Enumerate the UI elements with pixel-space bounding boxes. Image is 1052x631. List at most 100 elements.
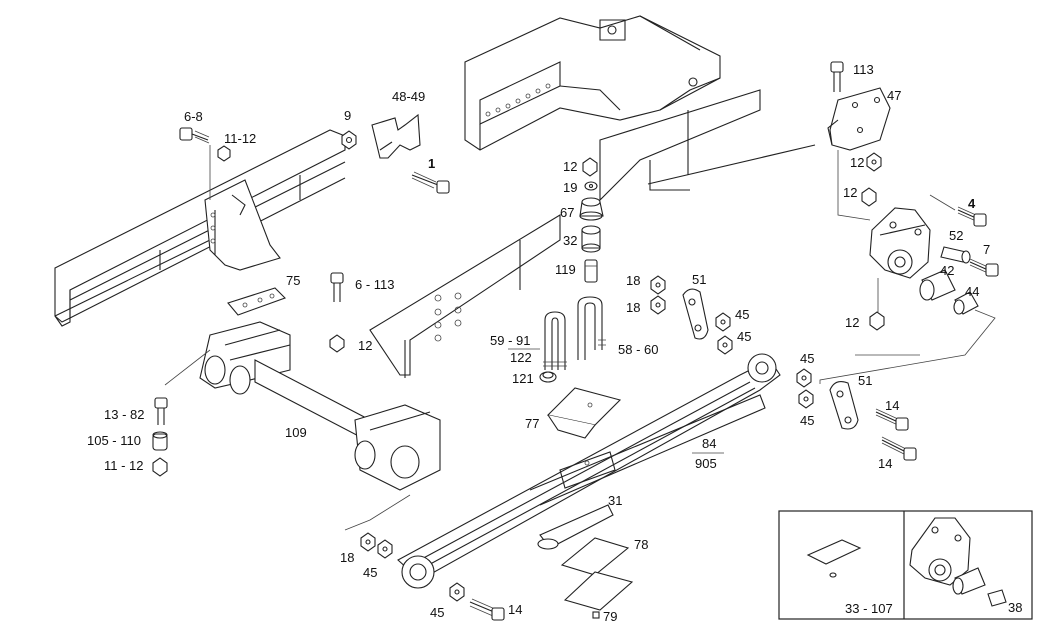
nut-18-b xyxy=(650,295,666,315)
label-14-b: 14 xyxy=(878,456,892,471)
nut-12-center xyxy=(582,157,598,177)
bolt-13-82 xyxy=(154,397,168,425)
nut-9 xyxy=(341,130,357,150)
bracket-48-49 xyxy=(371,113,421,159)
label-12-r3: 12 xyxy=(845,315,859,330)
label-119: 119 xyxy=(555,262,576,277)
bolt-14-b xyxy=(881,436,917,461)
axle-109 xyxy=(199,321,441,491)
label-12-mid: 12 xyxy=(358,338,372,353)
label-52: 52 xyxy=(949,228,963,243)
label-77: 77 xyxy=(525,416,539,431)
nut-18-a xyxy=(650,275,666,295)
plate-31 xyxy=(537,504,614,550)
label-121: 121 xyxy=(512,371,534,386)
nut-12-mid xyxy=(329,334,345,353)
label-122: 122 xyxy=(510,350,532,365)
chassis-frame-right xyxy=(599,89,816,202)
label-32: 32 xyxy=(563,233,577,248)
label-45-c: 45 xyxy=(800,351,814,366)
inset-panel xyxy=(778,510,1033,620)
label-18-c: 18 xyxy=(340,550,354,565)
part-labels: 6-8 9 11-12 48-49 1 75 6 - 113 12 12 19 … xyxy=(87,62,1022,624)
label-113: 113 xyxy=(853,62,874,77)
bushing-44 xyxy=(953,291,979,315)
plate-75 xyxy=(227,287,287,316)
label-9: 9 xyxy=(344,108,351,123)
label-58-60: 58 - 60 xyxy=(618,342,658,357)
bolt-119 xyxy=(584,259,598,283)
label-45-f: 45 xyxy=(430,605,444,620)
label-11-12-top: 11-12 xyxy=(224,131,256,146)
washer-45-e xyxy=(377,539,393,559)
label-1: 1 xyxy=(428,156,435,171)
bolt-1 xyxy=(411,171,450,194)
bolt-4 xyxy=(957,206,987,227)
label-79: 79 xyxy=(603,609,617,624)
label-6-8: 6-8 xyxy=(184,109,203,124)
bolt-113 xyxy=(830,61,844,92)
nut-12-r3 xyxy=(869,311,885,331)
bushing-42 xyxy=(919,269,956,301)
bracket-47 xyxy=(827,87,891,151)
chassis-frame-upper xyxy=(464,15,721,151)
nut-11-12-low xyxy=(152,457,168,477)
label-7: 7 xyxy=(983,242,990,257)
label-14-c: 14 xyxy=(508,602,522,617)
nut-11-12-top xyxy=(217,145,231,162)
plate-79 xyxy=(563,571,634,619)
inset-bracket-38 xyxy=(909,517,1007,607)
washer-45-d xyxy=(798,389,814,409)
bolt-14-c xyxy=(469,598,505,621)
label-14-a: 14 xyxy=(885,398,899,413)
label-105-110: 105 - 110 xyxy=(87,433,141,448)
frame-holes-upper xyxy=(485,83,551,117)
label-11-12-low: 11 - 12 xyxy=(104,458,144,473)
label-45-e: 45 xyxy=(363,565,377,580)
washer-45-b xyxy=(717,335,733,355)
label-78: 78 xyxy=(634,537,648,552)
label-38: 38 xyxy=(1008,600,1022,615)
bushing-52 xyxy=(940,246,971,264)
label-12-r1: 12 xyxy=(850,155,864,170)
shackle-51-a xyxy=(682,288,709,340)
bolt-6-8 xyxy=(179,127,210,144)
label-12-r2: 12 xyxy=(843,185,857,200)
label-75: 75 xyxy=(286,273,300,288)
nut-12-r1 xyxy=(866,152,882,172)
label-33-107: 33 - 107 xyxy=(845,601,893,616)
plate-78 xyxy=(560,537,630,576)
label-109: 109 xyxy=(285,425,307,440)
label-45-b: 45 xyxy=(737,329,751,344)
label-47: 47 xyxy=(887,88,901,103)
frame-bracket-left xyxy=(204,179,281,271)
label-44: 44 xyxy=(965,284,979,299)
spring-hanger-bracket xyxy=(869,207,931,279)
chassis-frame-left xyxy=(54,129,346,327)
leaf-spring-84 xyxy=(397,353,781,589)
label-18-a: 18 xyxy=(626,273,640,288)
label-48-49: 48-49 xyxy=(392,89,425,104)
bolt-7 xyxy=(969,258,999,277)
saddle-plate-77 xyxy=(546,387,622,439)
nut-12-r2 xyxy=(861,187,877,207)
u-bolt-59-91 xyxy=(543,311,567,370)
label-31: 31 xyxy=(608,493,622,508)
inset-plate-33-107 xyxy=(806,539,862,578)
washer-45-a xyxy=(715,312,731,332)
label-19: 19 xyxy=(563,180,577,195)
label-67: 67 xyxy=(560,205,574,220)
label-4: 4 xyxy=(968,196,976,211)
shackle-51-b xyxy=(829,381,859,430)
nut-121 xyxy=(539,371,557,383)
bolt-14-a xyxy=(875,408,909,431)
nut-18-c xyxy=(360,532,376,552)
washer-45-f xyxy=(449,582,465,602)
label-12-center: 12 xyxy=(563,159,577,174)
label-18-b: 18 xyxy=(626,300,640,315)
bolt-6-113 xyxy=(330,272,344,302)
label-45-d: 45 xyxy=(800,413,814,428)
label-905: 905 xyxy=(695,456,717,471)
label-59-91: 59 - 91 xyxy=(490,333,530,348)
